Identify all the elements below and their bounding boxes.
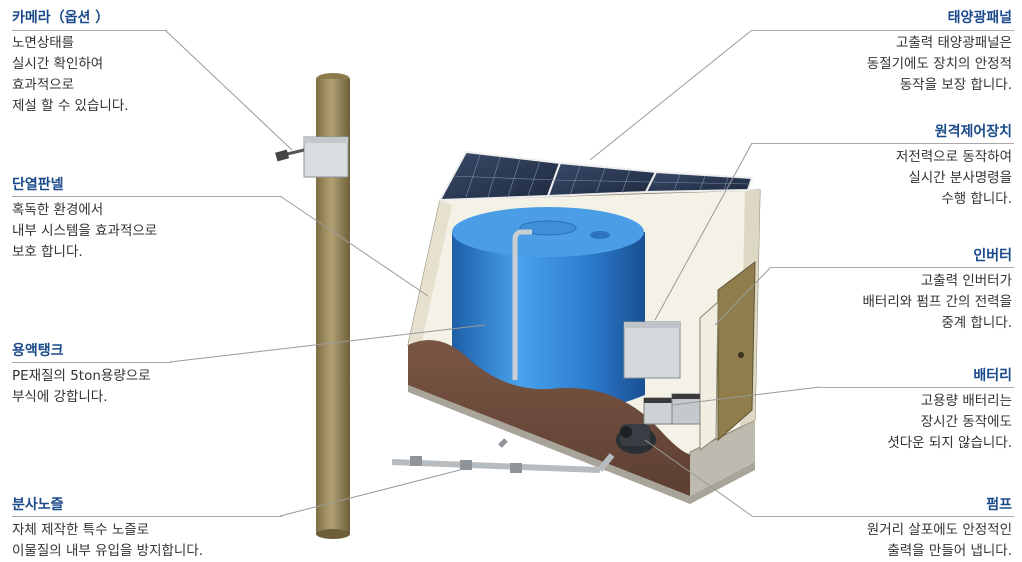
callout-rule (770, 267, 1014, 268)
cabinet-door (699, 260, 756, 451)
leader-inverter (714, 267, 771, 326)
leader-pump (644, 439, 753, 517)
callout-pump: 펌프 원거리 살포에도 안정적인 출력을 만들어 냅니다. (782, 496, 1012, 562)
callout-battery: 배터리 고용량 배터리는 장시간 동작에도 셧다운 되지 않습니다. (812, 367, 1012, 454)
pump-unit (616, 424, 656, 454)
leader-battery (671, 386, 821, 406)
callout-title: 원격제어장치 (934, 124, 1012, 140)
leader-insulation (279, 195, 429, 297)
callout-inverter: 인버터 고출력 인버터가 배터리와 펌프 간의 전력을 중계 합니다. (782, 247, 1013, 334)
callout-desc: 저전력으로 동작하여 실시간 분사명령을 수행 합니다. (895, 149, 1012, 207)
callout-rule (752, 143, 1014, 144)
solution-tank (452, 207, 645, 415)
battery-pack (643, 393, 701, 425)
remote-control-unit (623, 321, 681, 379)
callout-rule (12, 196, 282, 197)
callout-desc: 혹독한 환경에서 내부 시스템을 효과적으로 보호 합니다. (12, 202, 158, 260)
callout-desc: 고출력 인버터가 배터리와 펌프 간의 전력을 중계 합니다. (862, 273, 1013, 331)
leader-nozzle (279, 469, 461, 517)
callout-desc: 고용량 배터리는 장시간 동작에도 셧다운 되지 않습니다. (887, 393, 1012, 451)
callout-rule (820, 387, 1014, 388)
callout-desc: 원거리 살포에도 안정적인 출력을 만들어 냅니다. (866, 522, 1012, 559)
callout-solar: 태양광패널 고출력 태양광패널은 동절기에도 장치의 안정적 동작을 보장 합니… (782, 9, 1012, 96)
callout-title: 인버터 (973, 248, 1012, 264)
callout-tank: 용액탱크 PE재질의 5ton용량으로 부식에 강합니다. (12, 342, 212, 408)
callout-desc: PE재질의 5ton용량으로 부식에 강합니다. (12, 368, 151, 405)
spray-nozzle-pipe (391, 438, 615, 473)
leader-camera (164, 29, 293, 151)
leader-lines (164, 29, 821, 517)
callout-title: 배터리 (973, 368, 1012, 384)
callout-title: 태양광패널 (947, 10, 1012, 26)
callout-rule (12, 516, 282, 517)
camera-unit (275, 136, 349, 178)
leader-remote (654, 142, 753, 321)
callout-title: 분사노즐 (12, 497, 64, 513)
solar-panels (438, 150, 754, 202)
callout-nozzle: 분사노즐 자체 제작한 특수 노즐로 이물질의 내부 유입을 방지합니다. (12, 496, 282, 562)
callout-desc: 자체 제작한 특수 노즐로 이물질의 내부 유입을 방지합니다. (12, 522, 204, 559)
callout-rule (12, 362, 172, 363)
callout-title: 용액탱크 (12, 343, 64, 359)
callout-title: 펌프 (986, 497, 1012, 513)
callout-insulation: 단열판넬 혹독한 환경에서 내부 시스템을 효과적으로 보호 합니다. (12, 176, 282, 263)
leader-tank (169, 324, 486, 363)
callout-title: 카메라（옵션 ） (12, 10, 110, 26)
callout-rule (12, 30, 167, 31)
callout-rule (752, 516, 1014, 517)
callout-remote: 원격제어장치 저전력으로 동작하여 실시간 분사명령을 수행 합니다. (782, 123, 1012, 210)
callout-title: 단열판넬 (12, 177, 64, 193)
leader-solar (589, 29, 753, 161)
callout-desc: 노면상태를 실시간 확인하여 효과적으로 제설 할 수 있습니다. (12, 35, 129, 114)
callout-rule (752, 30, 1014, 31)
callout-desc: 고출력 태양광패널은 동절기에도 장치의 안정적 동작을 보장 합니다. (866, 35, 1012, 93)
callout-camera: 카메라（옵션 ） 노면상태를 실시간 확인하여 효과적으로 제설 할 수 있습니… (12, 9, 172, 117)
soil-cutaway (408, 340, 690, 496)
